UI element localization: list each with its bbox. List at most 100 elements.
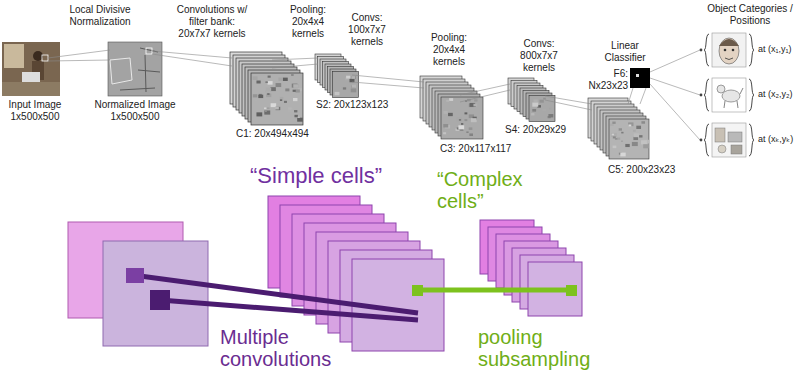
photo-table [2, 82, 60, 96]
map-texture [335, 76, 357, 96]
texture-spot [256, 112, 262, 116]
texture-spot [643, 144, 649, 148]
layer-size: F6: Nx23x23 [584, 68, 628, 92]
texture-spot [543, 109, 547, 111]
brace [704, 79, 709, 111]
normalized-image [108, 42, 162, 96]
feature-map [251, 73, 303, 125]
texture-spot [612, 134, 614, 136]
texture-spot [293, 84, 298, 88]
wire [628, 88, 633, 104]
texture-spot [549, 108, 551, 110]
texture-spot [352, 85, 356, 88]
layer-size: Input Image 1x500x500 [4, 99, 66, 123]
texture-spot [255, 100, 258, 102]
brace [749, 34, 754, 66]
s4-stack [508, 78, 555, 122]
feature-maps [230, 52, 649, 351]
texture-spot [339, 87, 341, 89]
texture-spot [265, 110, 267, 111]
kernel-patch [126, 268, 144, 283]
texture-spot [351, 88, 357, 92]
c5-stack [588, 98, 649, 159]
texture-spot [291, 74, 294, 76]
wire [272, 64, 318, 68]
patch [42, 55, 48, 61]
wire [272, 58, 318, 60]
texture-spot [615, 138, 617, 140]
s2-stack [315, 54, 359, 98]
wire [460, 84, 510, 95]
texture-spot [620, 153, 625, 157]
face-shape [719, 38, 739, 64]
texture-spot [443, 124, 448, 127]
map-texture [610, 121, 649, 156]
texture-spot [636, 126, 641, 129]
brace [704, 124, 709, 156]
photo-window [4, 44, 24, 68]
convolution-line [160, 300, 418, 320]
photo-laptop [22, 72, 40, 82]
wire [352, 75, 424, 82]
stage-title: Convolutions w/ filter bank: 20x7x7 kern… [172, 4, 252, 40]
animal-thumb [712, 78, 746, 112]
cell-type-label: “Simple cells” [250, 164, 382, 188]
texture-spot [284, 101, 287, 103]
f6-square [630, 68, 650, 88]
f6-map [630, 68, 650, 88]
face-eye [732, 49, 735, 52]
texture-spot [276, 83, 282, 87]
texture-spot [280, 97, 284, 99]
texture-spot [641, 140, 647, 144]
texture-spot [267, 107, 270, 109]
operation-label: Multiple convolutions [220, 326, 345, 370]
texture-spot [335, 92, 340, 95]
texture-spot [540, 100, 544, 103]
output-braces [700, 34, 754, 156]
wire [48, 50, 110, 58]
kernel-patch [150, 290, 170, 310]
texture-spot [458, 125, 464, 129]
texture-spot [266, 94, 271, 98]
texture-spot [469, 127, 473, 130]
receptive-fields [126, 268, 577, 320]
texture-spot [293, 90, 296, 92]
texture-spot [443, 132, 446, 134]
texture-spot [613, 146, 617, 149]
texture-spot [293, 84, 299, 88]
wire [650, 50, 700, 72]
texture-spot [639, 135, 642, 137]
texture-spot [297, 118, 303, 122]
texture-spot [271, 103, 277, 107]
stage-title: Linear Classifier [600, 40, 650, 64]
texture-spot [464, 112, 467, 114]
texture-spot [343, 87, 346, 89]
texture-spot [534, 99, 538, 102]
texture-spot [275, 107, 279, 110]
c3-stack [420, 76, 483, 139]
object-shape [718, 145, 726, 153]
texture-spot [633, 137, 638, 140]
texture-spot [448, 113, 453, 116]
texture-spot [532, 103, 538, 107]
wire [640, 88, 646, 104]
pooling-patch [412, 285, 423, 296]
wire [460, 90, 510, 102]
layer-size: C3: 20x117x117 [440, 143, 511, 155]
wire [545, 100, 592, 110]
texture-spot [612, 122, 615, 124]
complex-cells-stack [480, 220, 582, 316]
object-thumbnails [712, 33, 746, 157]
layer-size: S2: 20x123x123 [316, 99, 388, 111]
objects-thumb [712, 123, 746, 157]
simple-cells-stack [268, 196, 444, 351]
texture-spot [632, 142, 638, 146]
stage-title: Pooling: 20x4x4 kernels [426, 32, 472, 68]
map-texture [253, 74, 303, 122]
texture-spot [350, 79, 355, 82]
wire [545, 96, 592, 104]
stage-title: Pooling: 20x4x4 kernels [285, 4, 331, 40]
input-photo [2, 42, 60, 96]
texture-spot [253, 94, 258, 97]
